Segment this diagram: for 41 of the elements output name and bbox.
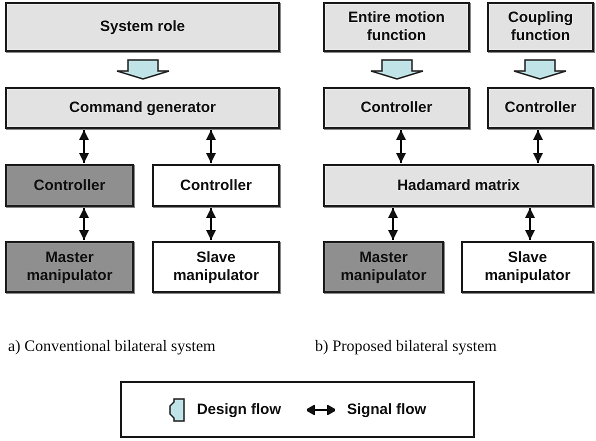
block-arrow — [513, 59, 567, 80]
box-label: Controller — [32, 176, 106, 194]
block-box — [323, 87, 470, 129]
box-label: Controller — [179, 176, 253, 194]
box-label: Command generator — [68, 99, 217, 117]
double-arrow — [525, 208, 535, 240]
block-box — [487, 87, 594, 129]
block-box — [5, 87, 280, 129]
box-label: System role — [98, 18, 186, 36]
box-label: Master manipulator — [340, 249, 428, 285]
block-box — [152, 241, 280, 293]
box-label: Coupling function — [507, 9, 574, 45]
block-box — [323, 164, 594, 207]
block-arrow — [116, 59, 170, 80]
box-label: Hadamard matrix — [396, 176, 521, 194]
block-arrow — [370, 59, 424, 80]
legend-label: Design flow — [196, 401, 281, 418]
block-box — [323, 2, 470, 52]
box-label: Slave manipulator — [484, 249, 572, 285]
box-label: Entire motion function — [347, 9, 446, 45]
double-arrow — [533, 130, 543, 163]
block-box — [461, 241, 594, 293]
subfigure-caption: b) Proposed bilateral system — [315, 338, 497, 356]
double-arrow — [396, 130, 406, 163]
block-box — [5, 2, 280, 52]
double-arrow — [79, 130, 89, 163]
box-label: Master manipulator — [26, 249, 114, 285]
subfigure-caption: a) Conventional bilateral system — [8, 338, 216, 356]
block-box — [487, 2, 594, 52]
block-box — [5, 241, 134, 293]
box-label: Slave manipulator — [172, 249, 260, 285]
block-box — [152, 164, 280, 207]
block-box — [323, 241, 444, 293]
double-arrow — [206, 130, 216, 163]
legend-label: Signal flow — [347, 401, 426, 418]
double-arrow — [388, 208, 398, 240]
block-box — [5, 164, 134, 207]
box-label: Controller — [504, 99, 578, 117]
double-arrow — [206, 208, 216, 240]
box-label: Controller — [360, 99, 434, 117]
double-arrow — [79, 208, 89, 240]
